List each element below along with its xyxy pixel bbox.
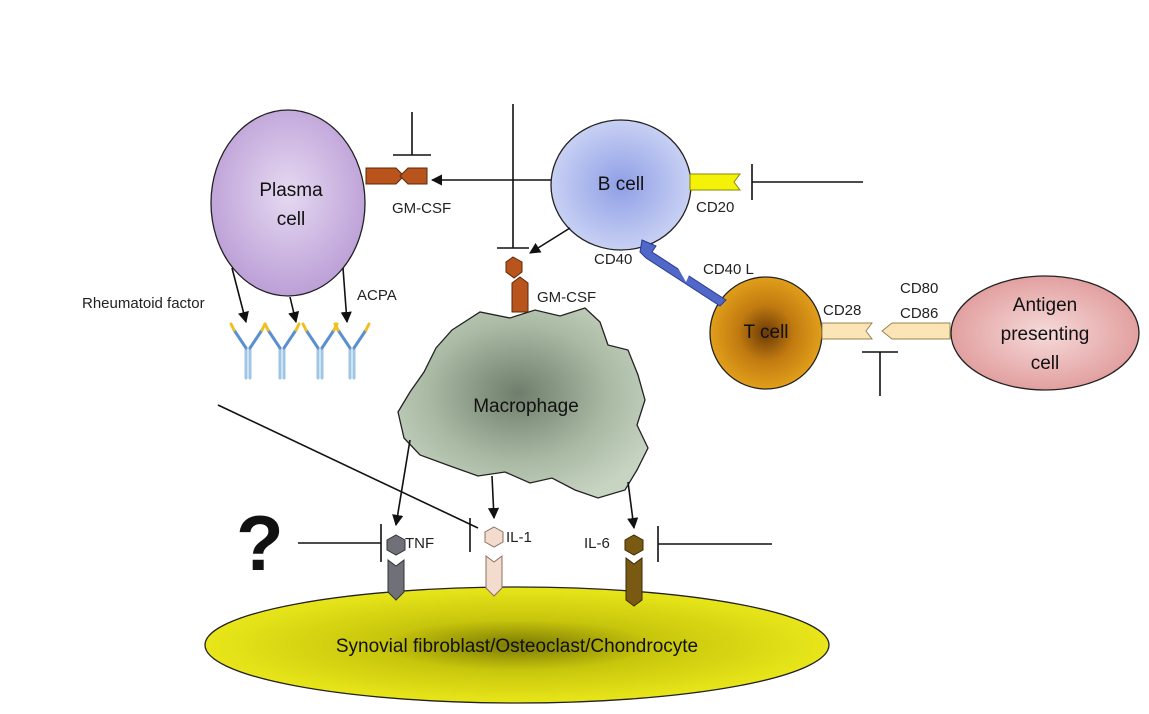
cd28-cd80-cd86-complex	[821, 322, 951, 340]
tnf-label: TNF	[405, 535, 434, 552]
macrophage-cell	[397, 307, 649, 499]
il6-ligand-receptor	[624, 534, 644, 607]
cd20-marker	[689, 173, 741, 191]
cd86-label: CD86	[900, 305, 938, 322]
apc-label-line2: presenting	[1001, 324, 1090, 345]
il1-label: IL-1	[506, 529, 532, 546]
apc-label-line3: cell	[1031, 353, 1060, 374]
target-cell	[204, 586, 830, 704]
gmcsf-receptor-macrophage	[505, 256, 529, 313]
cd40l-signal	[639, 239, 727, 307]
arrow-macrophage-to-il1	[487, 475, 500, 520]
inhibitor-macrophage-gmcsf	[497, 104, 529, 249]
arrow-macrophage-to-tnf	[392, 439, 411, 527]
arrow-plasma-to-rf-1	[231, 267, 249, 324]
il1-ligand-receptor	[484, 526, 504, 597]
t-cell-label: T cell	[743, 322, 788, 343]
cd40l-label: CD40 L	[703, 261, 754, 278]
apc-label-line1: Antigen	[1013, 295, 1077, 316]
plasma-cell-label-line2: cell	[277, 209, 306, 230]
cd28-label: CD28	[823, 302, 861, 319]
plasma-cell	[210, 109, 366, 297]
antibody-2	[263, 322, 301, 380]
arrow-plasma-to-acpa	[340, 267, 352, 324]
arrow-plasma-to-rf-2	[288, 296, 300, 324]
gmcsf-label-plasma: GM-CSF	[392, 200, 451, 217]
target-cell-label: Synovial fibroblast/Osteoclast/Chondrocy…	[336, 636, 698, 657]
macrophage-label: Macrophage	[473, 396, 579, 417]
antibody-3	[301, 322, 339, 380]
question-mark: ?	[236, 499, 284, 587]
arrow-macrophage-to-il6	[627, 481, 639, 530]
inhibitor-il6	[657, 526, 772, 562]
antibody-group	[229, 322, 371, 380]
inhibitor-cd20	[751, 164, 863, 200]
cd40-label: CD40	[594, 251, 632, 268]
arrow-bcell-to-macrophage-gmcsf	[529, 227, 571, 254]
antigen-presenting-cell	[950, 275, 1140, 391]
inhibitor-plasma-gmcsf	[393, 112, 431, 156]
tnf-ligand-receptor	[386, 534, 406, 601]
inhibitor-cd28-costimulation	[862, 351, 898, 396]
inhibitor-tnf	[298, 524, 382, 562]
antibody-4	[333, 322, 371, 380]
cd80-label: CD80	[900, 280, 938, 297]
acpa-label: ACPA	[357, 287, 397, 304]
inhibitor-il1	[217, 404, 479, 552]
plasma-cell-label-line1: Plasma	[259, 180, 323, 201]
il6-label: IL-6	[584, 535, 610, 552]
gmcsf-receptor-plasma	[365, 167, 428, 185]
rheumatoid-factor-label: Rheumatoid factor	[82, 295, 205, 312]
b-cell-label: B cell	[598, 174, 644, 195]
gmcsf-label-macrophage: GM-CSF	[537, 289, 596, 306]
cd20-label: CD20	[696, 199, 734, 216]
antibody-1	[229, 322, 267, 380]
